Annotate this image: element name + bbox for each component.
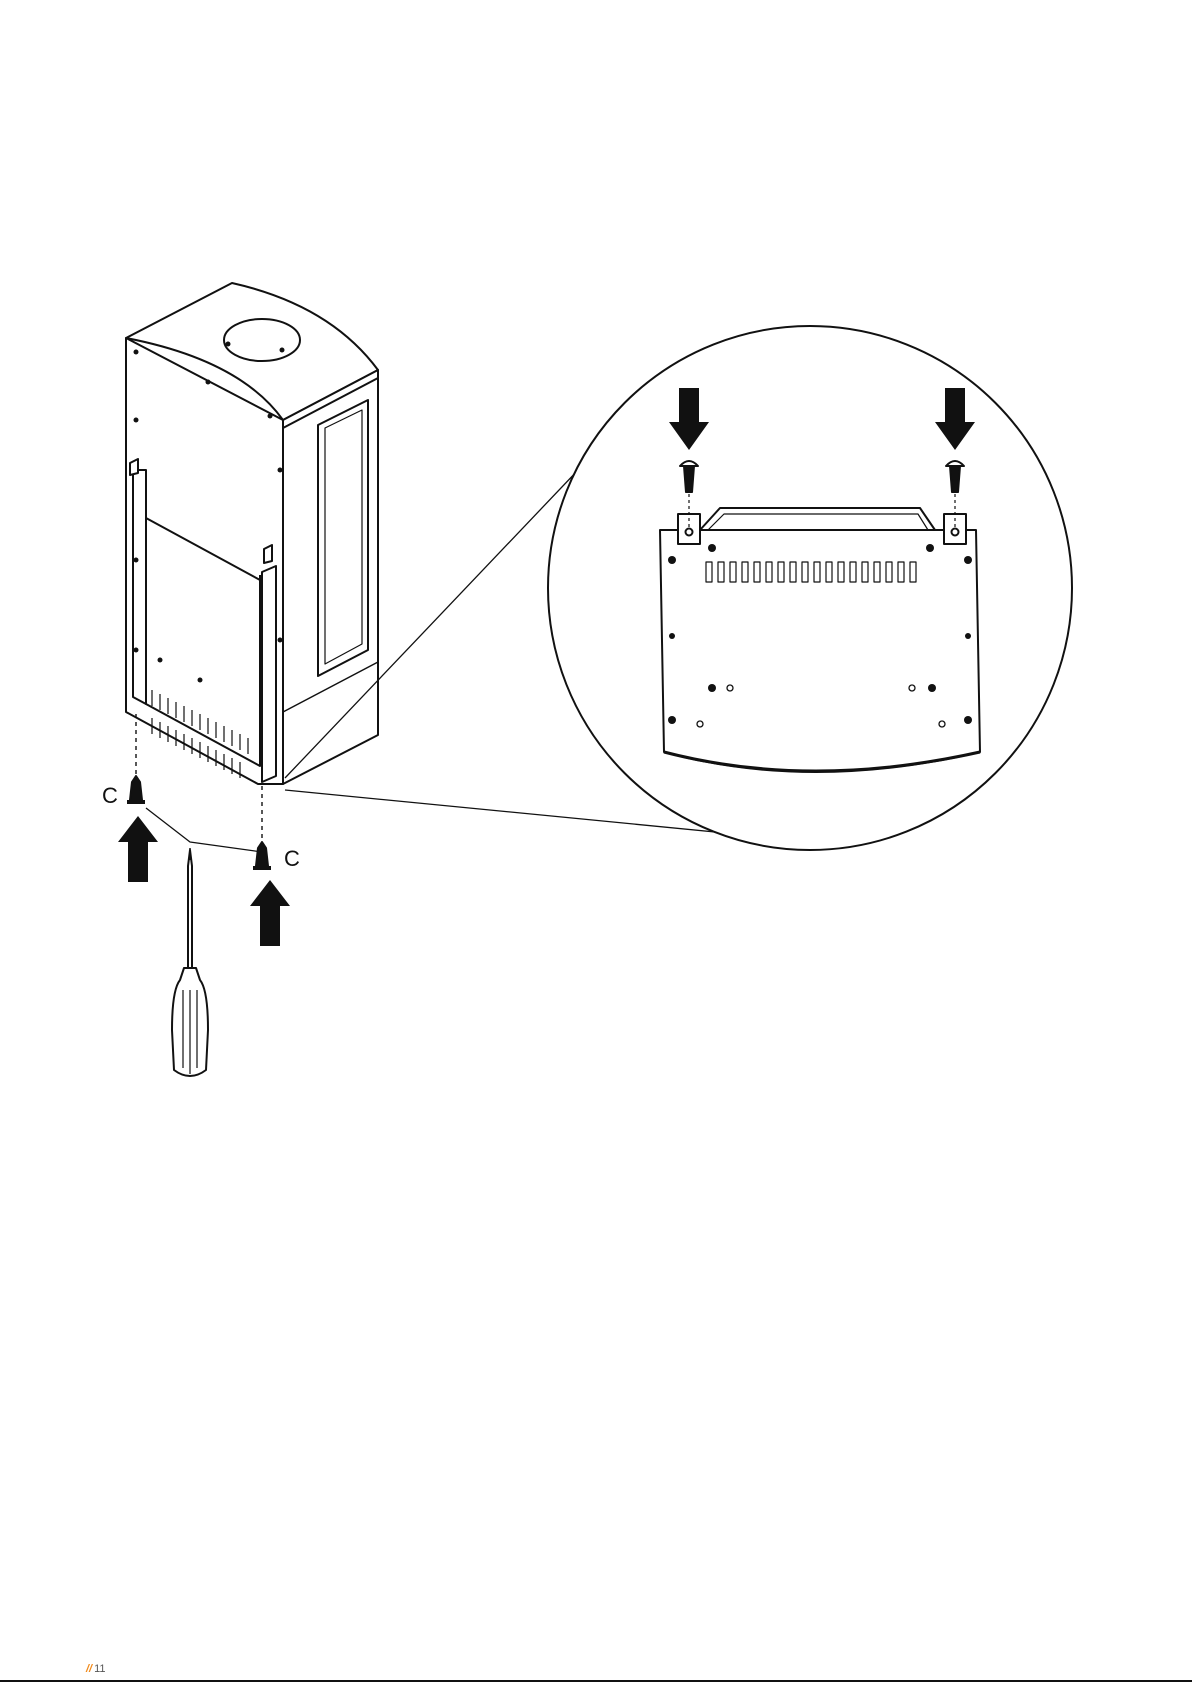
page-number: 11 bbox=[94, 1663, 105, 1675]
screw-left bbox=[127, 776, 145, 804]
screw-label-left: C bbox=[102, 783, 118, 808]
stove-unit bbox=[126, 283, 378, 784]
arrow-up-right-icon bbox=[250, 880, 290, 946]
footer-marker: // bbox=[86, 1663, 92, 1675]
screw-label-right: C bbox=[284, 846, 300, 871]
arrow-up-left-icon bbox=[118, 816, 158, 882]
stove-right-panel bbox=[283, 370, 378, 784]
page-footer: //11 bbox=[86, 1663, 106, 1675]
screwdriver-icon bbox=[172, 848, 208, 1076]
screw-right bbox=[253, 842, 271, 870]
bottom-rule bbox=[0, 1680, 1192, 1682]
flue-outlet bbox=[224, 319, 300, 361]
detail-view bbox=[548, 326, 1072, 850]
